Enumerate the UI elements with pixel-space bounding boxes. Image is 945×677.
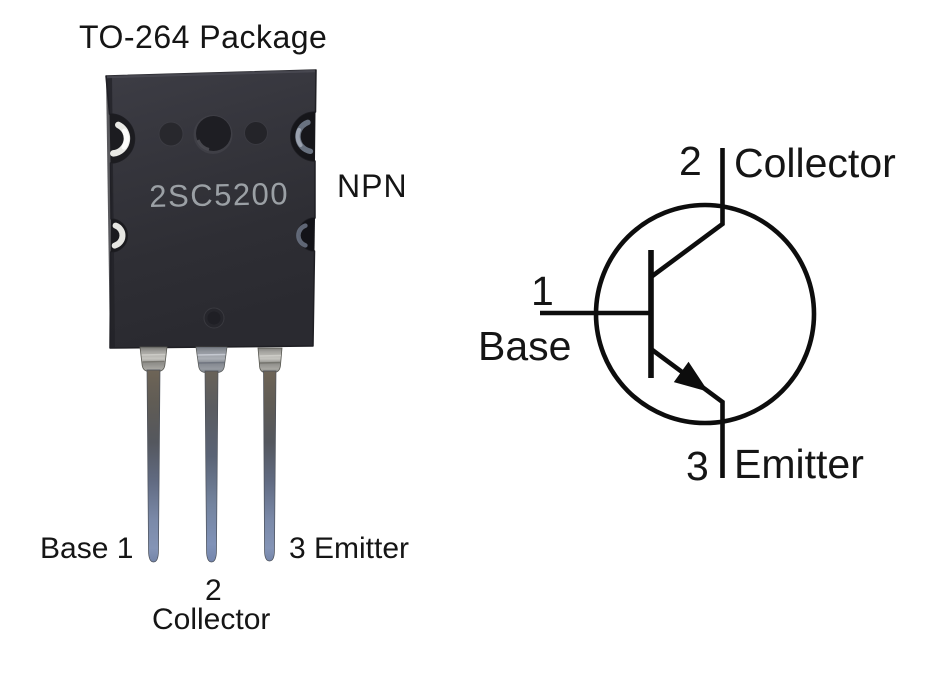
index-dot-core <box>207 311 221 325</box>
pin-depression-left <box>158 121 184 147</box>
pin-base <box>139 346 168 563</box>
schematic-collector-label: Collector <box>734 140 896 186</box>
schematic-base-label: Base <box>478 323 572 369</box>
pin2-collector-label: Collector <box>152 603 271 636</box>
notch-highlight-top-right-core <box>295 128 303 147</box>
package-top-edge-highlight <box>106 69 316 79</box>
schematic-collector-number: 2 <box>679 138 702 184</box>
notch-highlight-mid-left <box>111 222 126 249</box>
mounting-hole <box>196 116 231 151</box>
pin1-base-label: Base 1 <box>40 532 134 565</box>
package-photo <box>105 69 317 563</box>
schematic-emitter-number: 3 <box>686 443 709 489</box>
pin2-number-label: 2 <box>205 574 222 607</box>
emitter-line <box>649 347 725 478</box>
mounting-hole-shine <box>196 139 210 151</box>
package-title: TO-264 Package <box>79 19 328 55</box>
schematic-base-number: 1 <box>531 268 554 314</box>
schematic-emitter-label: Emitter <box>734 441 864 487</box>
emitter-arrow <box>673 361 709 392</box>
collector-line <box>649 148 725 279</box>
transistor-type-label: NPN <box>337 168 408 204</box>
notch-highlight-top-left-core <box>121 128 130 150</box>
notch-highlight-mid-right <box>296 223 308 248</box>
pin-collector <box>195 346 228 563</box>
pin3-emitter-label: 3 Emitter <box>289 532 410 565</box>
package-marking: 2SC5200 <box>148 176 290 214</box>
npn-schematic-symbol <box>540 148 817 478</box>
pin-depression-right <box>244 121 268 145</box>
pin-emitter <box>257 347 283 562</box>
